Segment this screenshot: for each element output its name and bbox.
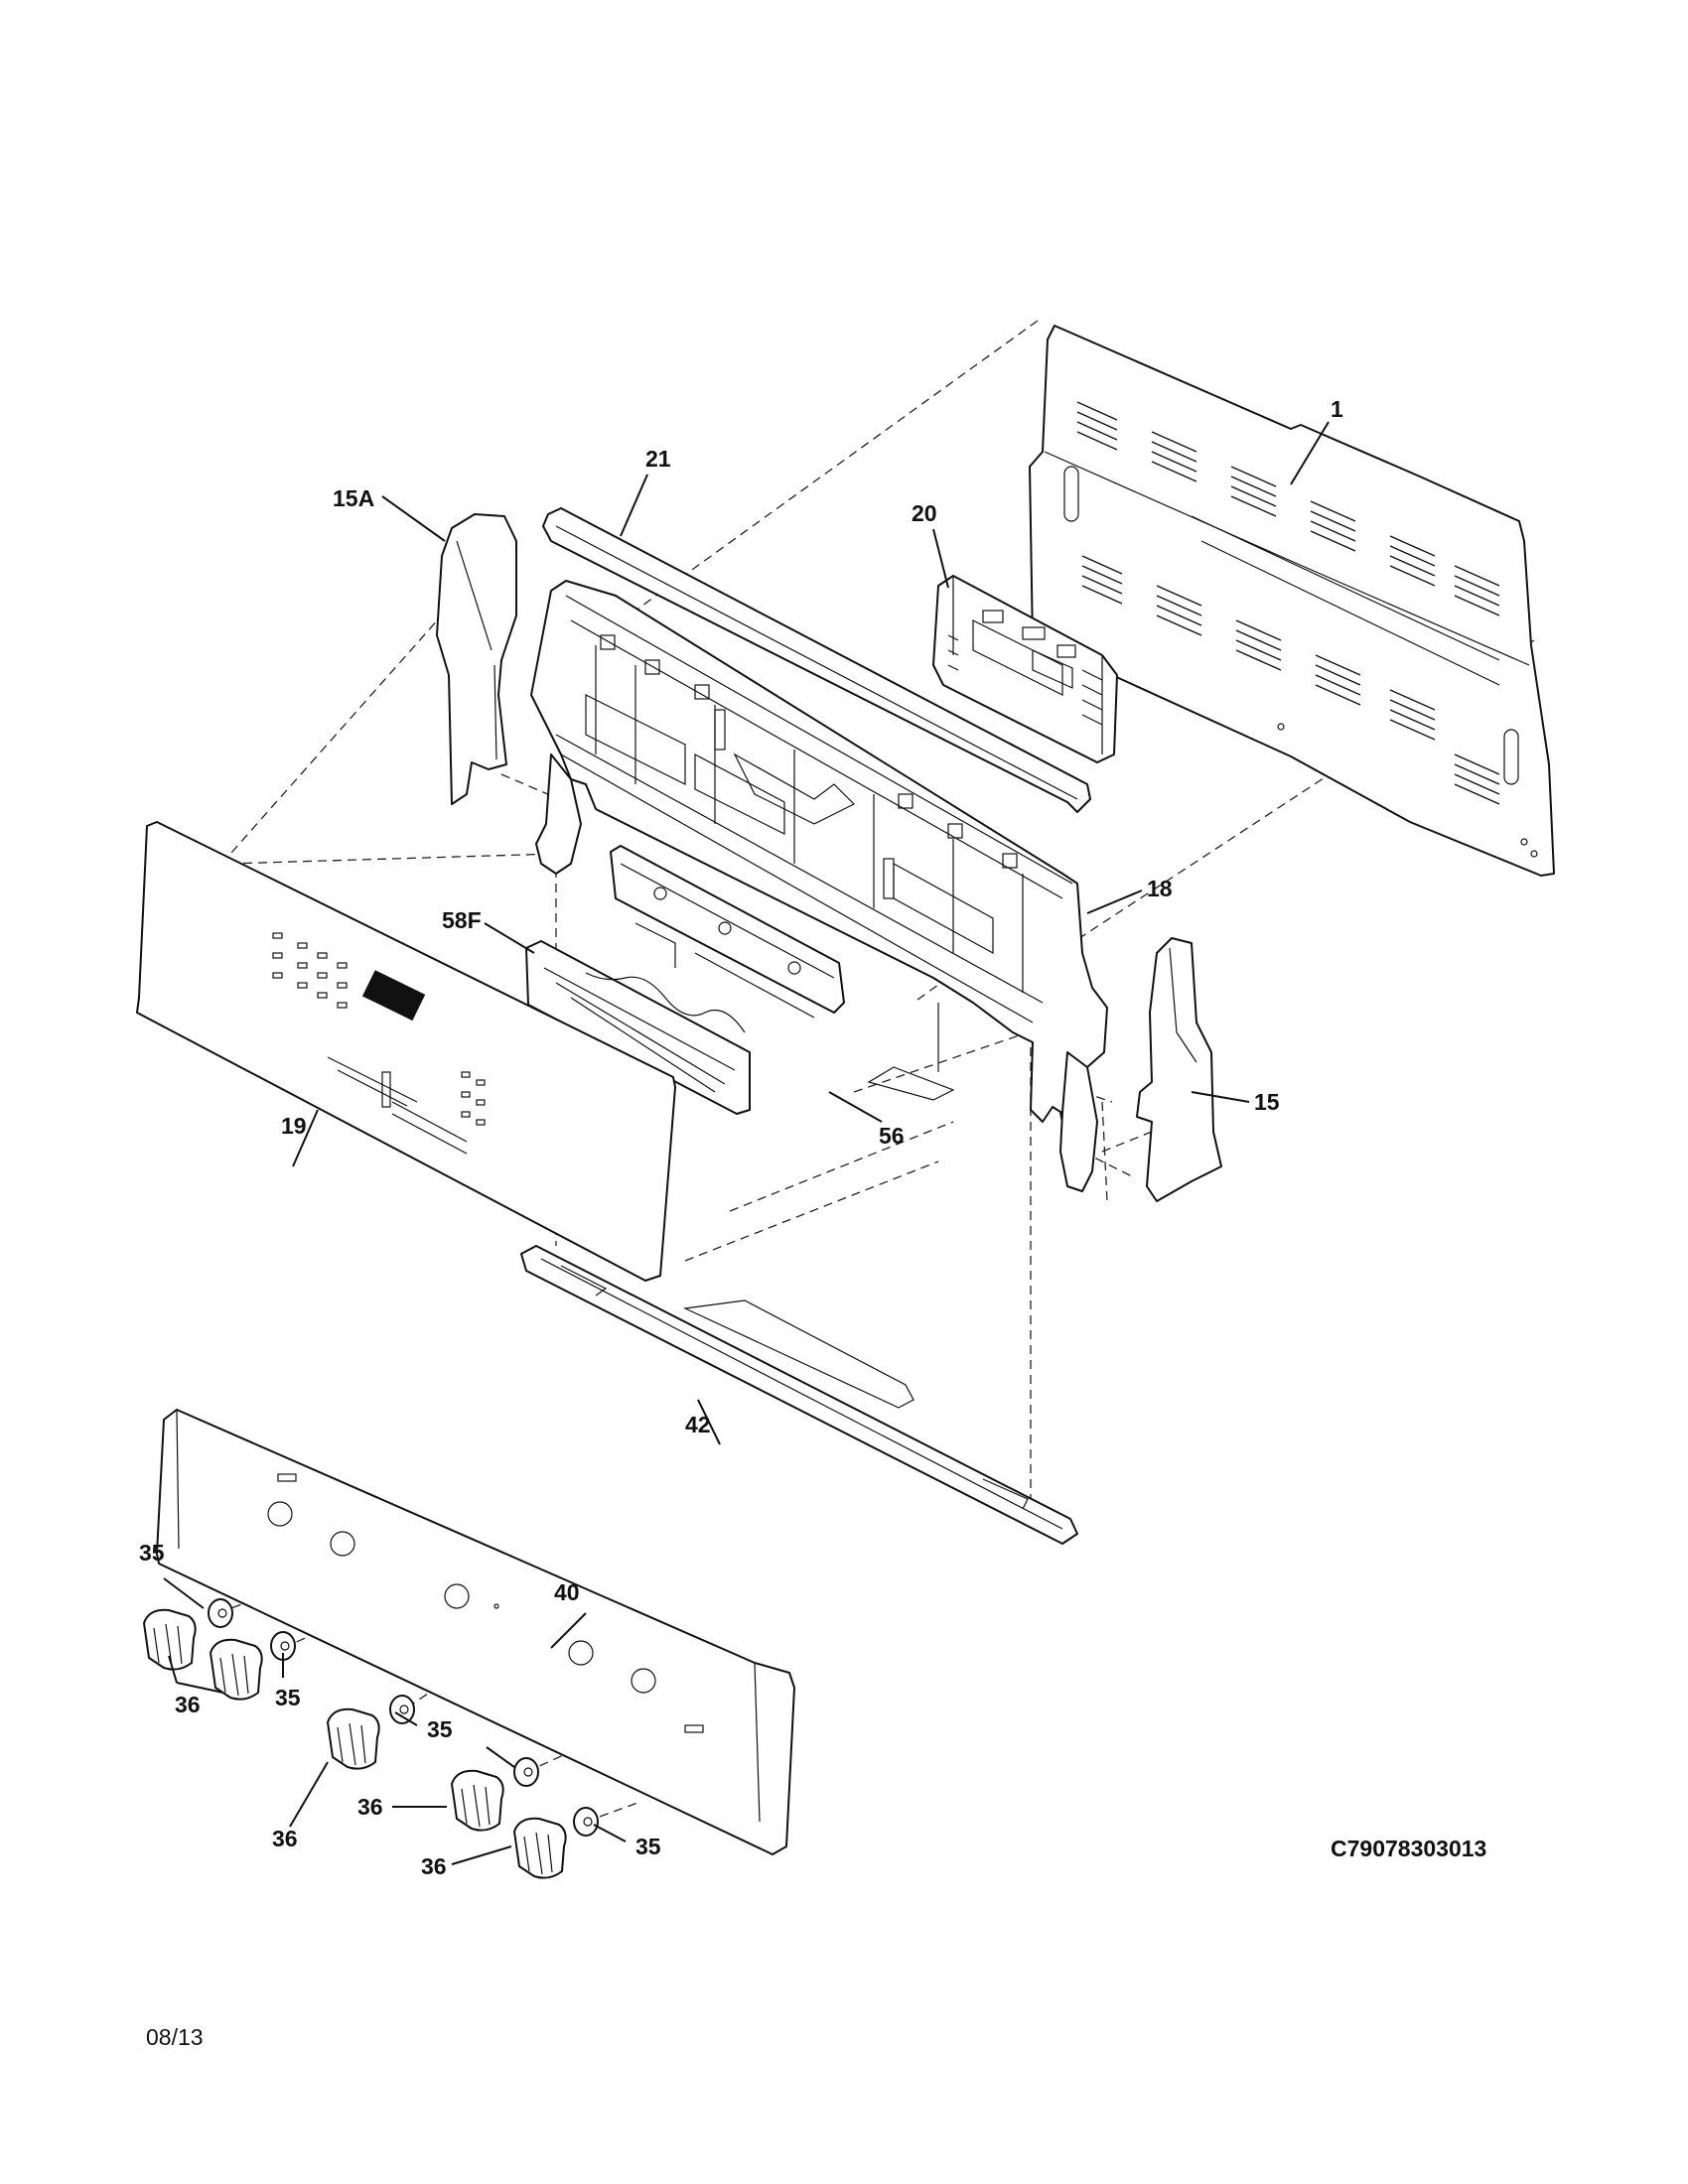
part-42-lower-trim: [520, 1245, 1078, 1545]
part-20-control-board: [932, 575, 1118, 763]
leader-lines: [163, 421, 1330, 1865]
label-part-36-b: 36: [272, 1826, 298, 1851]
part-40-control-panel: [156, 1409, 795, 1855]
part-15-right-endcap: [1136, 937, 1222, 1202]
drawing-code: C79078303013: [1331, 1836, 1486, 1861]
label-part-18: 18: [1147, 876, 1173, 901]
label-part-1: 1: [1331, 396, 1343, 422]
date-code: 08/13: [146, 2024, 204, 2050]
part-15a-left-endcap: [436, 513, 517, 805]
part-19-control-overlay: [136, 821, 676, 1282]
label-part-21: 21: [645, 446, 671, 472]
part-36-knobs: [143, 1608, 567, 1879]
part-21-top-trim: [542, 507, 1091, 813]
label-part-35-c: 35: [427, 1716, 453, 1742]
part-35-bezels: [208, 1598, 599, 1837]
label-part-15a: 15A: [333, 485, 374, 511]
label-part-58f: 58F: [442, 907, 482, 933]
part-18-console-frame: [530, 580, 1108, 1192]
label-part-40: 40: [554, 1579, 580, 1605]
part-1-rear-panel: [1029, 325, 1555, 877]
label-part-20: 20: [912, 500, 937, 526]
label-part-35-b: 35: [275, 1685, 301, 1710]
label-part-36-a: 36: [175, 1692, 201, 1717]
label-part-15: 15: [1254, 1089, 1280, 1115]
label-part-42: 42: [685, 1412, 711, 1437]
label-part-36-c: 36: [357, 1794, 383, 1820]
part-56-inner-cover: [610, 845, 845, 1019]
label-part-35-d: 35: [635, 1834, 661, 1859]
part-labels: 1 21 20 15A 18 15 58F 56 19 42 40 35 35 …: [139, 396, 1343, 1879]
label-part-19: 19: [281, 1113, 307, 1139]
label-part-56: 56: [879, 1123, 905, 1149]
label-part-35-a: 35: [139, 1540, 165, 1566]
label-part-36-d: 36: [421, 1853, 447, 1879]
